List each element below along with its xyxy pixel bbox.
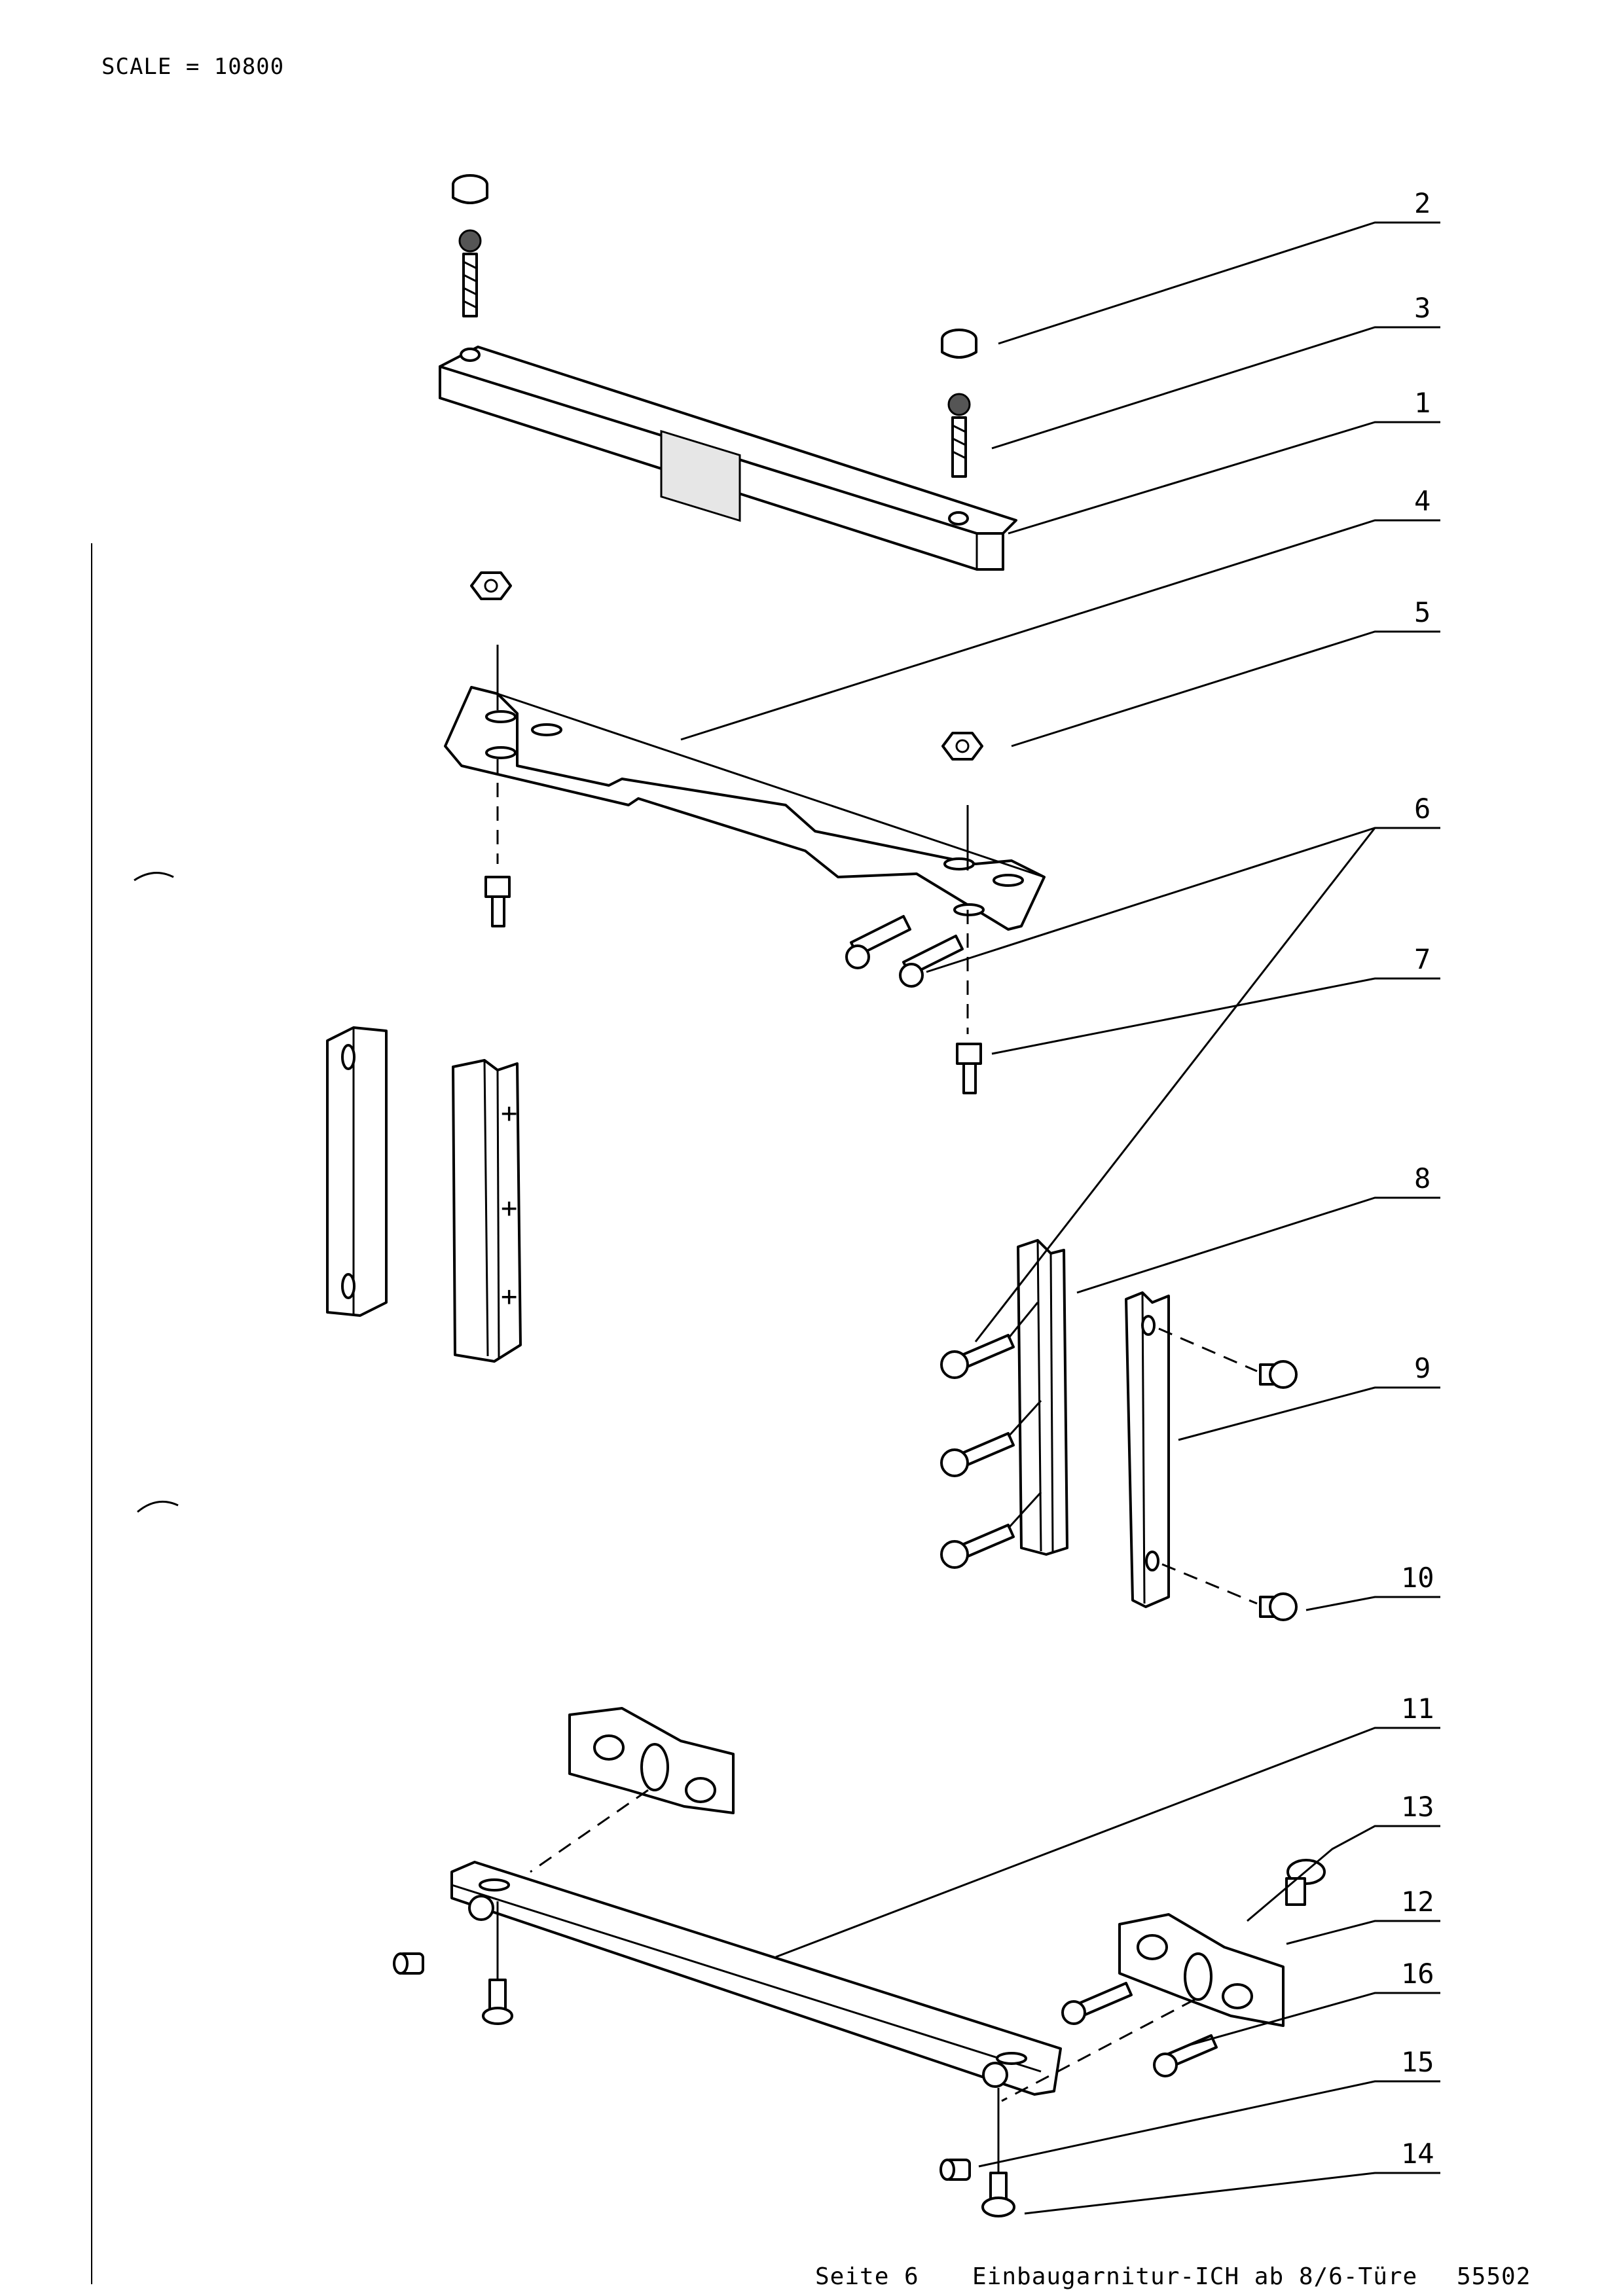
callout-leaders [680, 221, 1440, 2215]
drawing-number: 55502 [1457, 2263, 1531, 2290]
leader-4 [680, 519, 1440, 741]
part-8-channel [1017, 1239, 1068, 1556]
callout-13: 13 [1401, 1791, 1434, 1823]
page-margin-mark [134, 872, 174, 882]
leader-6b [974, 827, 1376, 1342]
part-6-screws-channel [940, 1302, 1042, 1569]
leader-11 [775, 1727, 1440, 1958]
part-5-nut-right [941, 732, 983, 761]
leader-14 [1024, 2172, 1440, 2215]
part-1-top-rail [439, 346, 1017, 571]
leader-9 [1178, 1386, 1440, 1441]
drawing-title: Einbaugarnitur-ICH ab 8/6-Türe [972, 2263, 1418, 2290]
part-14-screw-right [981, 2088, 1015, 2217]
leader-15 [978, 2080, 1440, 2168]
assembly-line [1001, 1998, 1195, 2102]
callout-10: 10 [1401, 1562, 1434, 1594]
part-2-cap-left [452, 174, 488, 204]
leader-1 [1008, 421, 1440, 535]
part-12-holder-upper [568, 1707, 735, 1814]
callout-14: 14 [1401, 2138, 1434, 2170]
leader-12 [1286, 1920, 1440, 1945]
callout-8: 8 [1414, 1162, 1431, 1194]
leader-10 [1305, 1596, 1440, 1611]
leader-16 [1188, 1992, 1440, 2047]
part-12-holder-lower [1118, 1913, 1285, 2027]
callout-6: 6 [1414, 793, 1431, 825]
page-margin-mark [137, 1500, 179, 1513]
callout-11: 11 [1401, 1693, 1434, 1725]
part-4-mounting-bracket [444, 686, 1046, 931]
callout-4: 4 [1414, 485, 1431, 517]
leader-8 [1076, 1196, 1440, 1294]
callout-12: 12 [1401, 1886, 1434, 1918]
leader-7 [991, 977, 1440, 1055]
scale-label: SCALE = 10800 [101, 54, 285, 80]
footer: Seite 6 Einbaugarnitur-ICH ab 8/6-Türe 5… [0, 2263, 1623, 2296]
part-7-stud-right [956, 1043, 982, 1094]
loose-channel-left: + + + [452, 1059, 522, 1363]
part-15-plug-right [939, 2159, 971, 2181]
leader-13 [1247, 1825, 1440, 1922]
part-6-screws-upper [845, 915, 964, 988]
part-3-screw-left [458, 229, 482, 317]
svg-text:+: + [501, 1097, 517, 1129]
callout-7: 7 [1414, 943, 1431, 975]
part-10-screws [1158, 1327, 1298, 1621]
part-14-screw-left [482, 1901, 513, 2025]
part-5-nut-left [470, 571, 512, 600]
callout-2: 2 [1414, 187, 1431, 219]
part-3-screw-right [947, 393, 971, 478]
part-16-screws [1061, 1982, 1218, 2077]
callout-3: 3 [1414, 292, 1431, 324]
callout-16: 16 [1401, 1958, 1434, 1990]
assembly-line [530, 1789, 649, 1873]
page-number: Seite 6 [815, 2263, 919, 2290]
leader-5 [1011, 630, 1440, 747]
leader-2 [998, 221, 1440, 345]
callout-5: 5 [1414, 596, 1431, 628]
callout-numbers: 2 3 1 4 5 6 7 8 9 10 11 13 12 16 15 14 [1401, 187, 1434, 2170]
svg-text:+: + [501, 1280, 517, 1312]
callout-9: 9 [1414, 1352, 1431, 1384]
loose-angle-left [326, 1026, 388, 1317]
part-7-stud-left [484, 876, 511, 927]
svg-text:+: + [501, 1192, 517, 1224]
part-2-cap-right [941, 329, 977, 359]
part-9-flat-strip [1125, 1291, 1170, 1608]
part-15-plug-left [393, 1952, 424, 1975]
leader-3 [991, 326, 1440, 450]
callout-15: 15 [1401, 2046, 1434, 2078]
part-11-bottom-rail [450, 1861, 1062, 2096]
callout-1: 1 [1414, 387, 1431, 419]
